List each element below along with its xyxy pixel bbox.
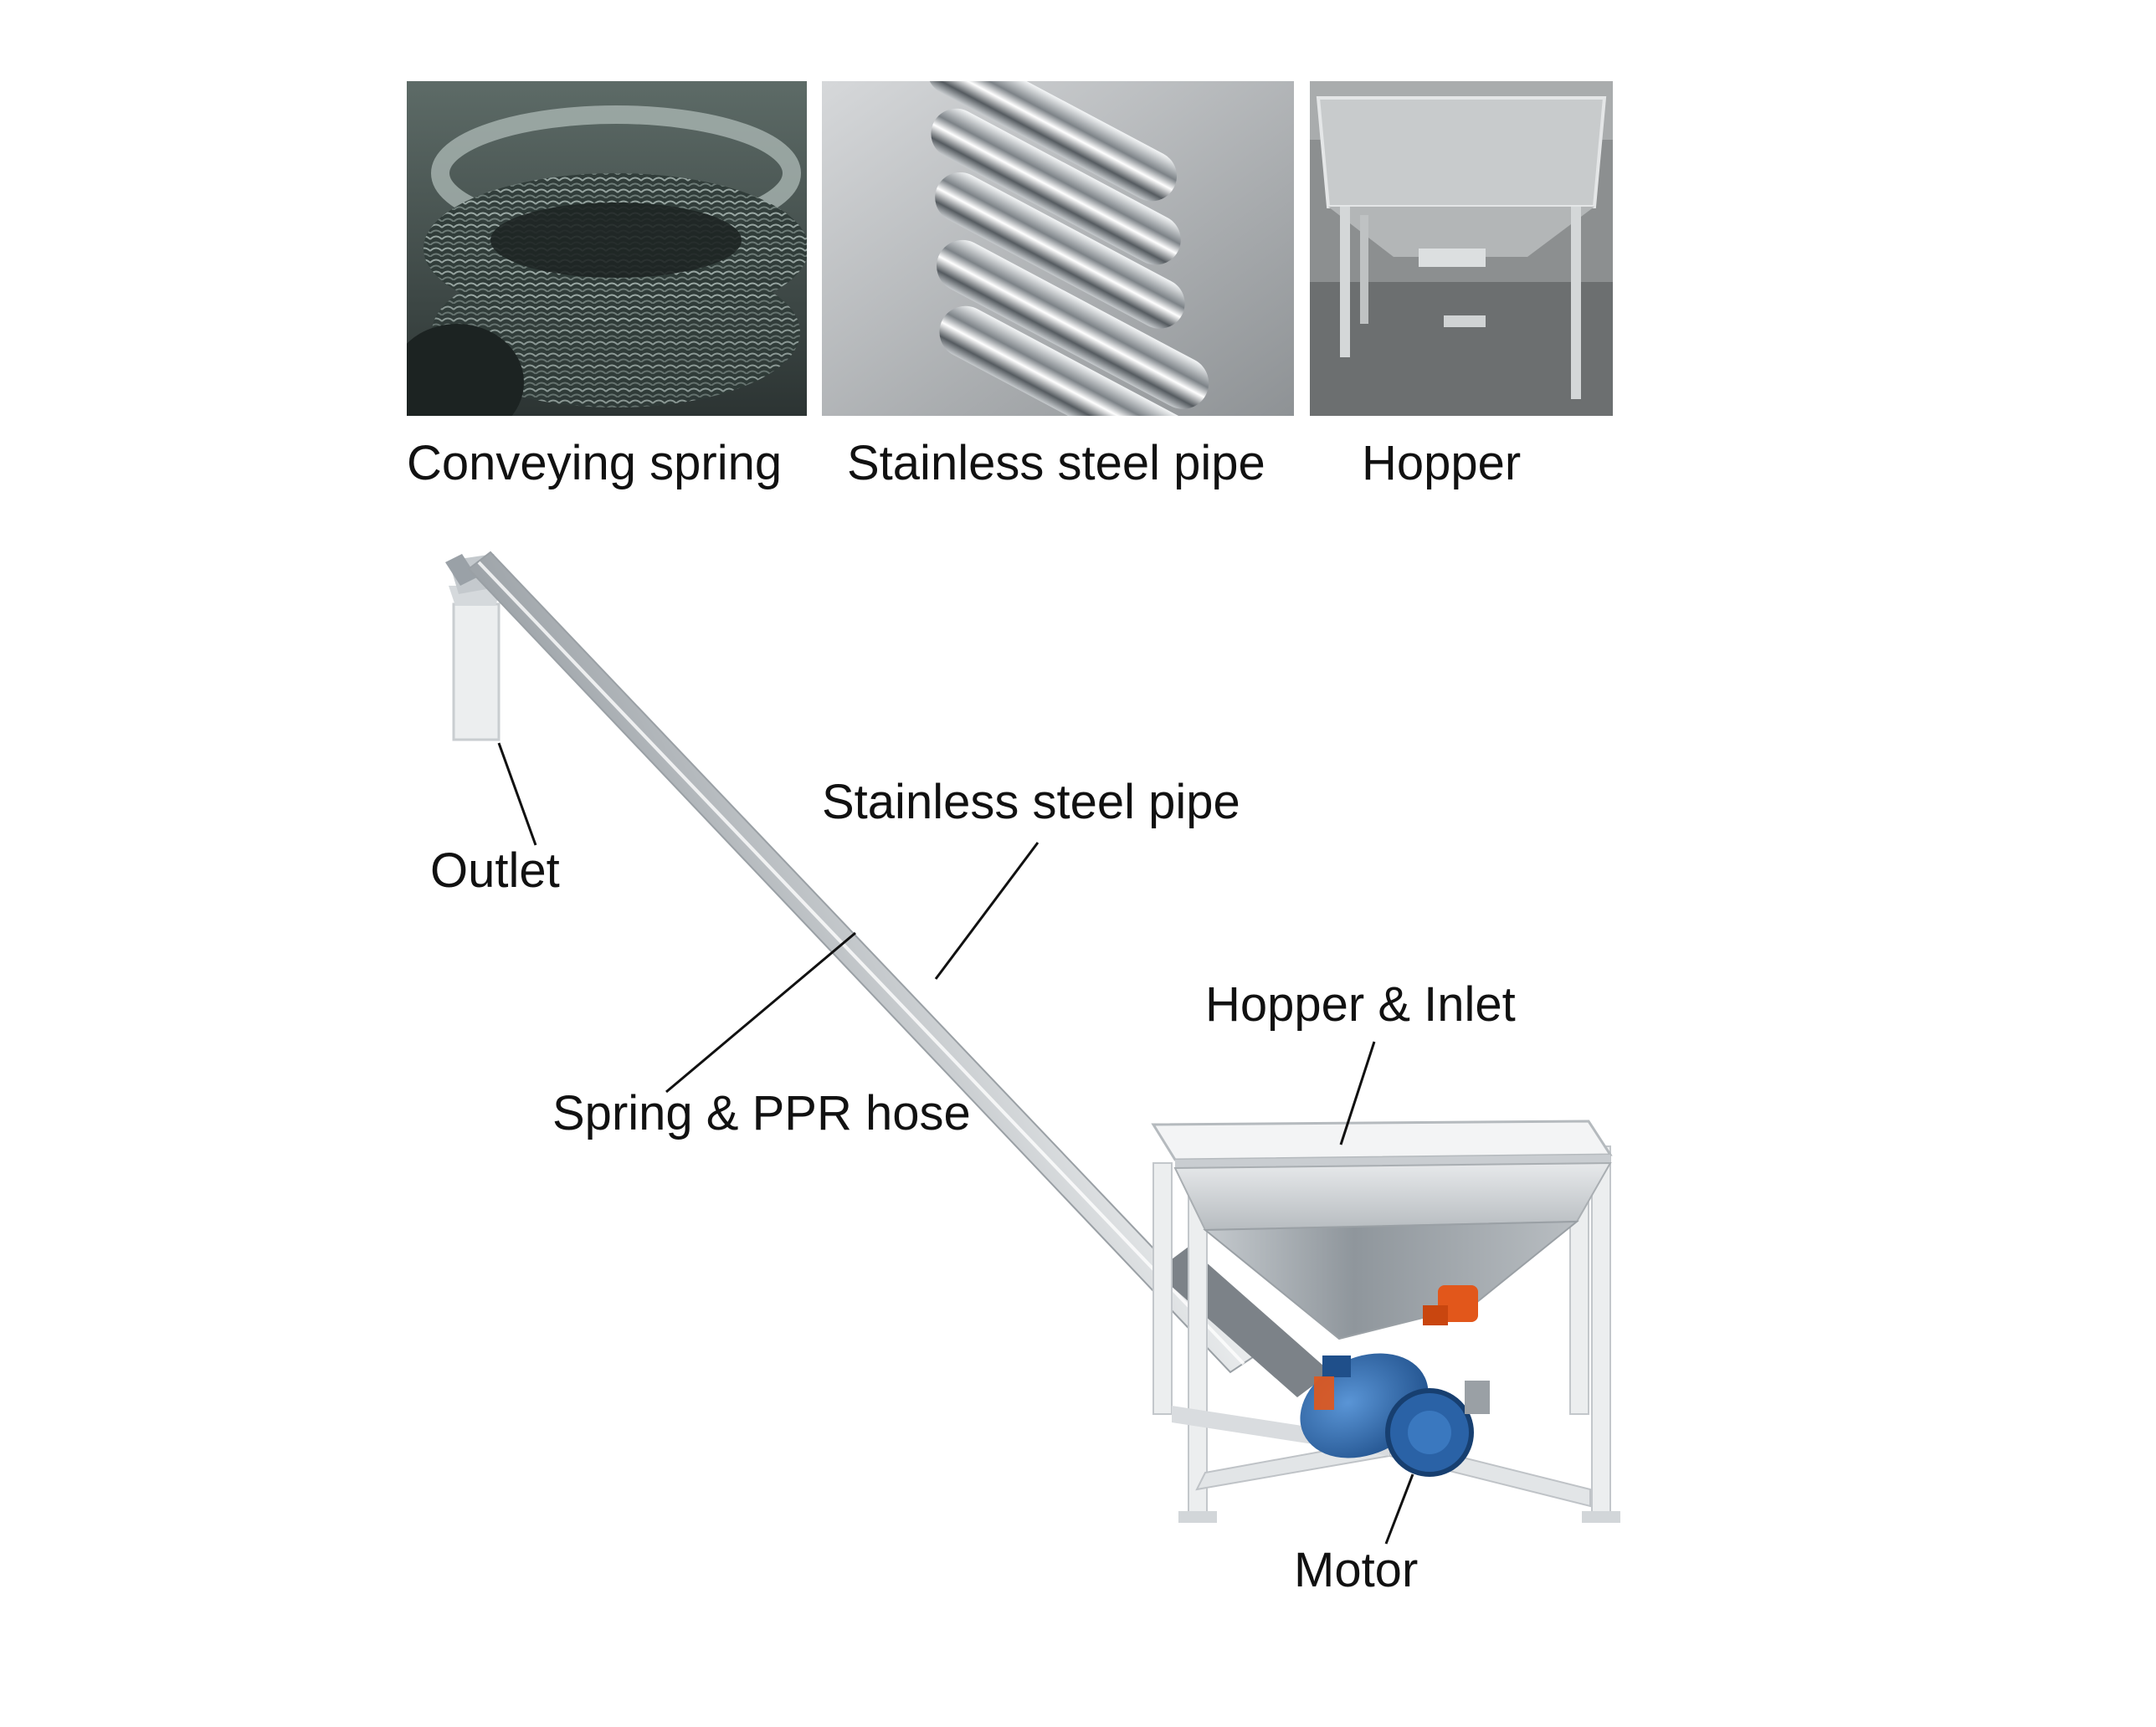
motor — [1300, 1353, 1490, 1477]
caption-hopper: Hopper — [1362, 436, 1522, 490]
hopper-inlet-leader — [1339, 1041, 1376, 1145]
leader-lines — [497, 742, 1414, 1545]
label-stainless-steel-pipe: Stainless steel pipe — [822, 775, 1240, 829]
motor-leader — [1384, 1473, 1414, 1545]
caption-conveying-spring: Conveying spring — [407, 436, 783, 490]
pipe-leader — [934, 842, 1040, 980]
caption-stainless-steel-pipe: Stainless steel pipe — [847, 436, 1265, 490]
hopper-photo — [1310, 81, 1613, 416]
label-outlet: Outlet — [430, 843, 560, 898]
label-spring-ppr-hose: Spring & PPR hose — [552, 1086, 971, 1140]
label-motor: Motor — [1294, 1543, 1419, 1597]
stainless-steel-pipe-photo — [822, 81, 1294, 416]
outlet-leader — [497, 742, 537, 846]
spring-hose-leader — [665, 931, 856, 1094]
hopper-assembly — [1151, 1120, 1620, 1523]
conveying-spring-photo — [407, 81, 807, 416]
label-hopper-inlet: Hopper & Inlet — [1205, 977, 1516, 1032]
